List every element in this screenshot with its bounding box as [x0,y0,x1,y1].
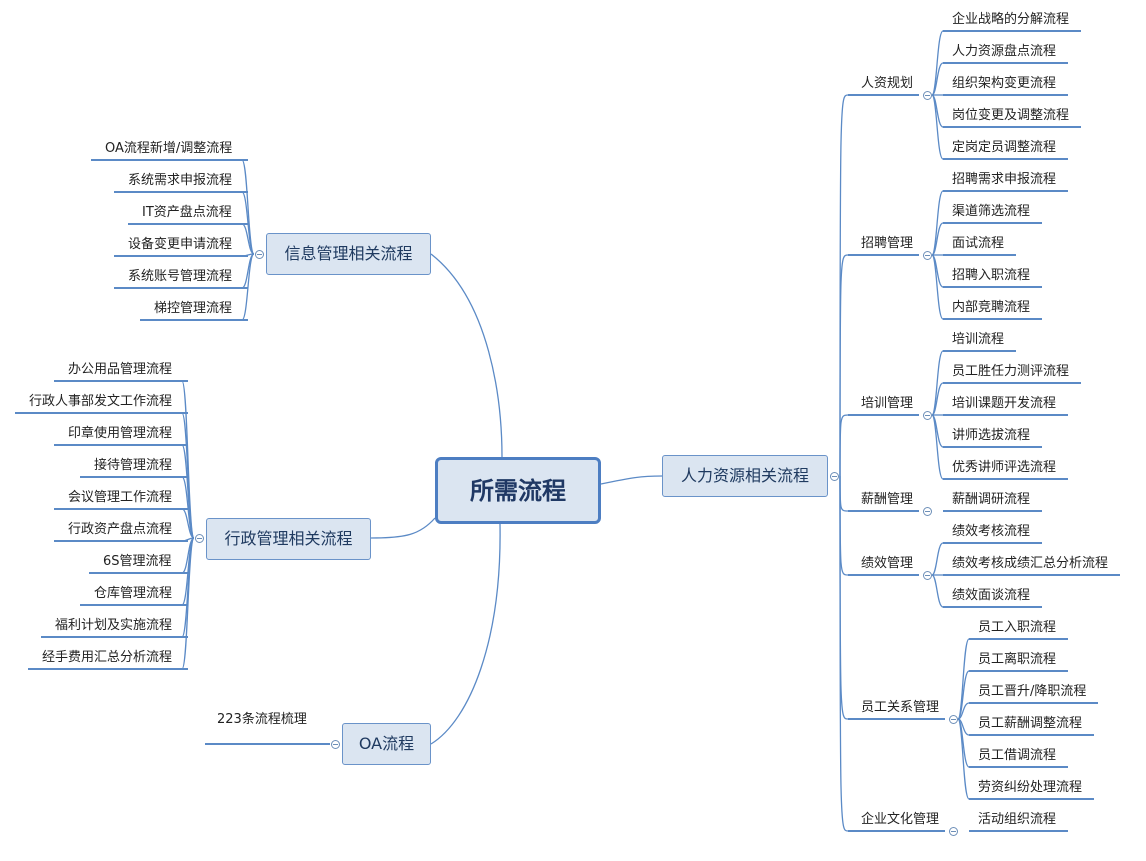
collapse-toggle-icon[interactable] [194,533,204,543]
connector-line [839,475,849,512]
process-item[interactable]: 优秀讲师评选流程 [952,460,1057,475]
collapse-toggle-icon[interactable] [948,714,958,724]
group-label[interactable]: 绩效管理 [861,556,914,571]
connector-line [181,412,195,539]
process-item[interactable]: 组织架构变更流程 [952,76,1057,91]
connector-line [957,718,970,800]
process-item[interactable]: 招聘需求申报流程 [952,172,1057,187]
root-node[interactable]: 所需流程 [435,457,601,524]
process-item[interactable]: OA流程新增/调整流程 [105,141,233,156]
connector-line [241,253,255,321]
connector-line [931,414,944,480]
connector-line [839,414,849,477]
process-item[interactable]: 福利计划及实施流程 [55,618,173,633]
connector-line [181,508,195,539]
process-item[interactable]: 绩效考核流程 [952,524,1031,539]
connector-line [931,222,944,256]
collapse-toggle-icon[interactable] [922,90,932,100]
process-item[interactable]: 行政人事部发文工作流程 [29,394,173,409]
process-item[interactable]: 人力资源盘点流程 [952,44,1057,59]
connector-line [430,523,501,745]
process-item[interactable]: 办公用品管理流程 [68,362,173,377]
branch-oa[interactable]: OA流程 [342,723,431,765]
process-item[interactable]: 员工离职流程 [978,652,1057,667]
process-item[interactable]: 定岗定员调整流程 [952,140,1057,155]
group-label[interactable]: 招聘管理 [861,236,914,251]
process-item[interactable]: 员工晋升/降职流程 [978,684,1087,699]
group-label[interactable]: 员工关系管理 [861,700,940,715]
group-label[interactable]: 薪酬管理 [861,492,914,507]
connector-line [839,475,849,832]
process-item[interactable]: IT资产盘点流程 [142,205,232,220]
branch-info[interactable]: 信息管理相关流程 [266,233,431,275]
process-item[interactable]: 讲师选拔流程 [952,428,1031,443]
connector-line [931,30,944,96]
group-label[interactable]: 人资规划 [861,76,914,91]
connector-line [839,475,849,576]
connector-line [957,702,970,720]
connector-line [600,475,663,485]
process-item[interactable]: 培训流程 [952,332,1005,347]
connector-line [430,253,503,458]
process-item[interactable]: 培训课题开发流程 [952,396,1057,411]
process-item[interactable]: 员工入职流程 [978,620,1057,635]
process-item[interactable]: 招聘入职流程 [952,268,1031,283]
connector-line [931,94,944,160]
process-item[interactable]: 企业战略的分解流程 [952,12,1070,27]
process-item[interactable]: 活动组织流程 [978,812,1057,827]
process-item[interactable]: 系统账号管理流程 [128,269,233,284]
connector-line [931,542,944,576]
connector-line [931,254,944,320]
process-item[interactable]: 劳资纠纷处理流程 [978,780,1083,795]
process-item[interactable]: 经手费用汇总分析流程 [42,650,173,665]
connector-line [370,517,436,539]
group-label[interactable]: 企业文化管理 [861,812,940,827]
collapse-toggle-icon[interactable] [330,739,340,749]
collapse-toggle-icon[interactable] [922,570,932,580]
process-item[interactable]: 223条流程梳理 [217,712,307,727]
process-item[interactable]: 设备变更申请流程 [128,237,233,252]
process-item[interactable]: 行政资产盘点流程 [68,522,173,537]
group-label[interactable]: 培训管理 [861,396,914,411]
connector-line [839,254,849,477]
branch-hr[interactable]: 人力资源相关流程 [662,455,828,497]
process-item[interactable]: 薪酬调研流程 [952,492,1031,507]
connector-line [931,350,944,416]
collapse-toggle-icon[interactable] [922,250,932,260]
process-item[interactable]: 系统需求申报流程 [128,173,233,188]
process-item[interactable]: 6S管理流程 [103,554,172,569]
collapse-toggle-icon[interactable] [922,410,932,420]
connector-line [181,380,195,539]
connector-line [181,537,195,670]
process-item[interactable]: 员工薪酬调整流程 [978,716,1083,731]
collapse-toggle-icon[interactable] [922,506,932,516]
connector-line [241,223,255,255]
process-item[interactable]: 印章使用管理流程 [68,426,173,441]
collapse-toggle-icon[interactable] [254,249,264,259]
process-item[interactable]: 绩效面谈流程 [952,588,1031,603]
process-item[interactable]: 绩效考核成绩汇总分析流程 [952,556,1109,571]
connector-line [839,475,849,720]
process-item[interactable]: 梯控管理流程 [154,301,233,316]
connector-line [957,670,970,720]
process-item[interactable]: 仓库管理流程 [94,586,173,601]
branch-admin[interactable]: 行政管理相关流程 [206,518,371,560]
collapse-toggle-icon[interactable] [829,471,839,481]
connector-line [957,638,970,720]
collapse-toggle-icon[interactable] [948,826,958,836]
process-item[interactable]: 会议管理工作流程 [68,490,173,505]
connector-line [931,62,944,96]
connector-line [931,382,944,416]
process-item[interactable]: 员工胜任力测评流程 [952,364,1070,379]
process-item[interactable]: 渠道筛选流程 [952,204,1031,219]
process-item[interactable]: 面试流程 [952,236,1005,251]
connector-line [931,190,944,256]
connector-line [931,574,944,608]
process-item[interactable]: 岗位变更及调整流程 [952,108,1070,123]
process-item[interactable]: 接待管理流程 [94,458,173,473]
process-item[interactable]: 内部竞聘流程 [952,300,1031,315]
process-item[interactable]: 员工借调流程 [978,748,1057,763]
